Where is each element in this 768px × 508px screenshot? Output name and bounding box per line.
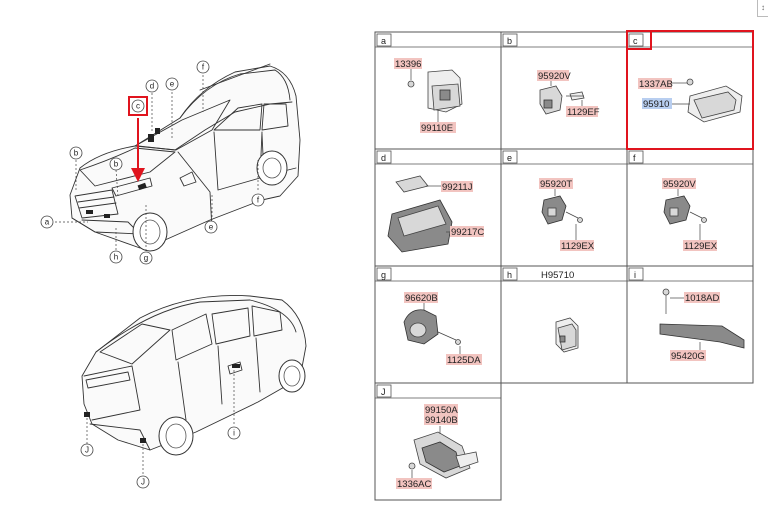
cell-a[interactable]: a 13396 99110E [376,33,463,134]
part-label[interactable]: 95920T [540,179,572,190]
part-label[interactable]: 95920V [538,71,571,82]
cell-c[interactable]: c 1337AB 95910 [626,30,754,150]
cell-c-header-highlight [626,30,652,50]
part-label[interactable]: 99217C [451,227,484,238]
cell-c-letter: c [633,36,638,46]
callout-text: a [45,218,50,227]
callout-text: c [136,102,140,111]
rear-car-illustration [81,295,307,456]
part-label[interactable]: 1018AD [685,293,719,304]
part-label[interactable]: H95710 [541,270,574,281]
car-callout-f-top[interactable]: f [196,60,210,74]
rear-sensor-bracket-drawing [408,431,479,479]
callout-text: e [209,223,214,232]
rear-car-leaders [86,370,235,476]
cell-d[interactable]: d 99211J 99217C [376,150,484,253]
part-label[interactable]: 13396 [395,59,421,70]
car-callout-e-bottom[interactable]: e [204,220,218,234]
front-car-illustration [69,63,301,252]
part-label[interactable]: 1129EF [567,107,600,118]
airbag-control-unit-drawing [686,78,743,123]
car-callout-b-left[interactable]: b [69,146,83,160]
part-label[interactable]: 1125DA [447,355,481,366]
cell-J[interactable]: J 99150A 99140B 1336AC [376,384,479,490]
callout-text: f [202,63,205,72]
cell-f-letter: f [633,153,636,163]
car-callout-e-top[interactable]: e [165,77,179,91]
callout-text: d [150,82,154,91]
part-label[interactable]: 95420G [671,351,705,362]
part-label-selected[interactable]: 95910 [643,99,669,110]
car-callout-d[interactable]: d [145,79,159,93]
cell-h[interactable]: h H95710 [502,267,579,353]
cell-h-letter: h [507,270,512,280]
module-drawing [555,317,579,353]
car-callout-h[interactable]: h [109,250,123,264]
scroll-toggle-button[interactable]: ↕ [757,0,768,17]
part-label[interactable]: 99211J [442,182,473,193]
rain-sensor-cover-drawing [387,175,453,253]
car-callout-f-right[interactable]: f [251,193,265,207]
parts-grid [374,31,754,501]
part-label[interactable]: 99110E [421,123,453,134]
part-label[interactable]: 1129EX [684,241,718,252]
cell-b[interactable]: b 95920V 1129EF [502,33,600,118]
camera-unit-drawing [403,309,461,345]
part-label[interactable]: 1129EX [561,241,595,252]
car-callout-a[interactable]: a [40,215,54,229]
bracket-bar-drawing [659,288,745,349]
front-car-leaders [55,75,259,250]
cell-f[interactable]: f 95920V 1129EX [628,150,718,252]
cell-a-letter: a [381,36,386,46]
cell-g-letter: g [381,270,386,280]
callout-text: J [85,446,89,455]
part-label[interactable]: 95920V [663,179,696,190]
part-label[interactable]: 99150A [425,405,458,416]
callout-text: i [233,429,235,438]
cell-d-letter: d [381,153,386,163]
impact-sensor-drawing [539,85,585,115]
car-callout-g[interactable]: g [139,251,153,265]
car-callout-b-center[interactable]: b [109,157,123,171]
car-callout-c[interactable]: c [131,99,145,113]
part-label[interactable]: 99140B [425,415,458,426]
crash-sensor-bracket-drawing [407,69,463,113]
part-label[interactable]: 1337AB [639,79,673,90]
callout-text: e [170,80,175,89]
cell-i[interactable]: i 1018AD 95420G [628,267,745,362]
car-callout-J-bottom[interactable]: J [136,475,150,489]
pressure-sensor-drawing [663,195,707,225]
side-impact-sensor-drawing [541,195,583,225]
car-callout-i[interactable]: i [227,426,241,440]
cell-J-letter: J [381,387,386,397]
part-label[interactable]: 1336AC [397,479,431,490]
callout-text: b [74,149,79,158]
car-callout-J-left[interactable]: J [80,443,94,457]
cell-e-letter: e [507,153,512,163]
part-label[interactable]: 96620B [405,293,438,304]
cell-b-letter: b [507,36,512,46]
cell-g[interactable]: g 96620B 1125DA [376,267,482,366]
cell-e[interactable]: e 95920T 1129EX [502,150,595,252]
cell-i-letter: i [634,270,636,280]
cell-c-highlight-frame [626,30,754,150]
callout-text: g [144,254,148,263]
callout-text: f [257,196,260,205]
callout-text: J [141,478,145,487]
callout-text: h [114,253,118,262]
callout-text: b [114,160,119,169]
